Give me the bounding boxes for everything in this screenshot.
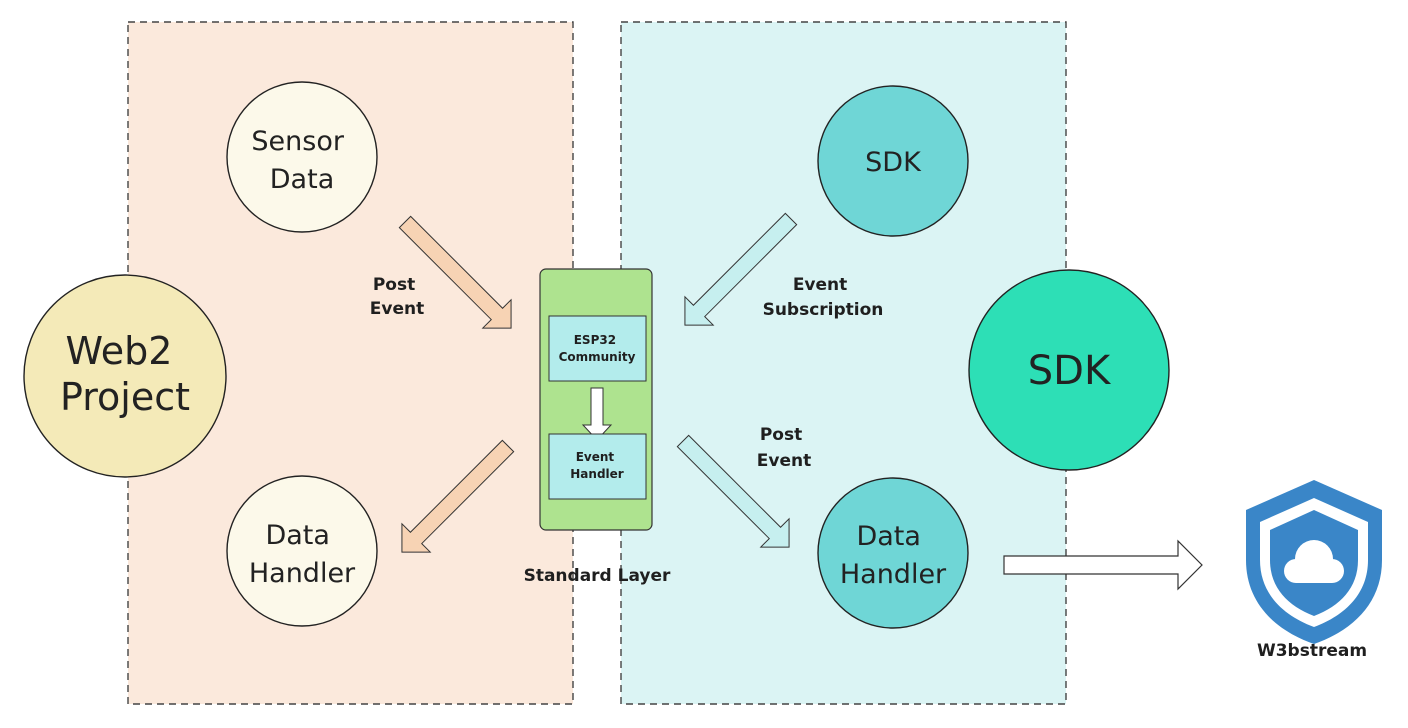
event-subscription-label: Event Subscription bbox=[763, 275, 884, 320]
post-event-arrow-left bbox=[398, 215, 512, 329]
post-event-arrow-right bbox=[676, 434, 790, 548]
to-w3bstream-arrow bbox=[1003, 539, 1203, 591]
web2-project-node bbox=[23, 274, 227, 478]
esp32-community-box bbox=[548, 315, 647, 382]
web2-project-label: Web2 Project bbox=[60, 329, 190, 419]
sensor-data-node bbox=[226, 81, 378, 233]
standard-layer-label: Standard Layer bbox=[524, 566, 671, 586]
post-event-label-left: Post Event bbox=[370, 275, 424, 319]
sdk-big-node bbox=[968, 269, 1170, 471]
w3bstream-label: W3bstream bbox=[1257, 641, 1367, 661]
sdk-top-label: SDK bbox=[865, 147, 922, 178]
cloud-icon bbox=[1284, 540, 1344, 583]
event-subscription-arrow bbox=[684, 212, 798, 326]
sensor-data-label: Sensor Data bbox=[251, 126, 352, 195]
esp32-community-label: ESP32 Community bbox=[559, 333, 636, 364]
data-handler-left-node bbox=[226, 475, 378, 627]
internal-down-arrow bbox=[581, 387, 613, 441]
data-handler-right-node bbox=[817, 477, 969, 629]
data-handler-left-label: Data Handler bbox=[249, 520, 356, 589]
sdk-top-node bbox=[817, 85, 969, 237]
w3bstream-shield-icon bbox=[1246, 480, 1382, 644]
event-handler-label: Event Handler bbox=[570, 450, 624, 481]
return-arrow-left bbox=[401, 439, 515, 553]
data-handler-right-label: Data Handler bbox=[840, 521, 947, 590]
event-handler-box bbox=[548, 433, 647, 500]
sdk-big-label: SDK bbox=[1028, 348, 1112, 394]
post-event-label-right: Post Event bbox=[757, 425, 811, 471]
